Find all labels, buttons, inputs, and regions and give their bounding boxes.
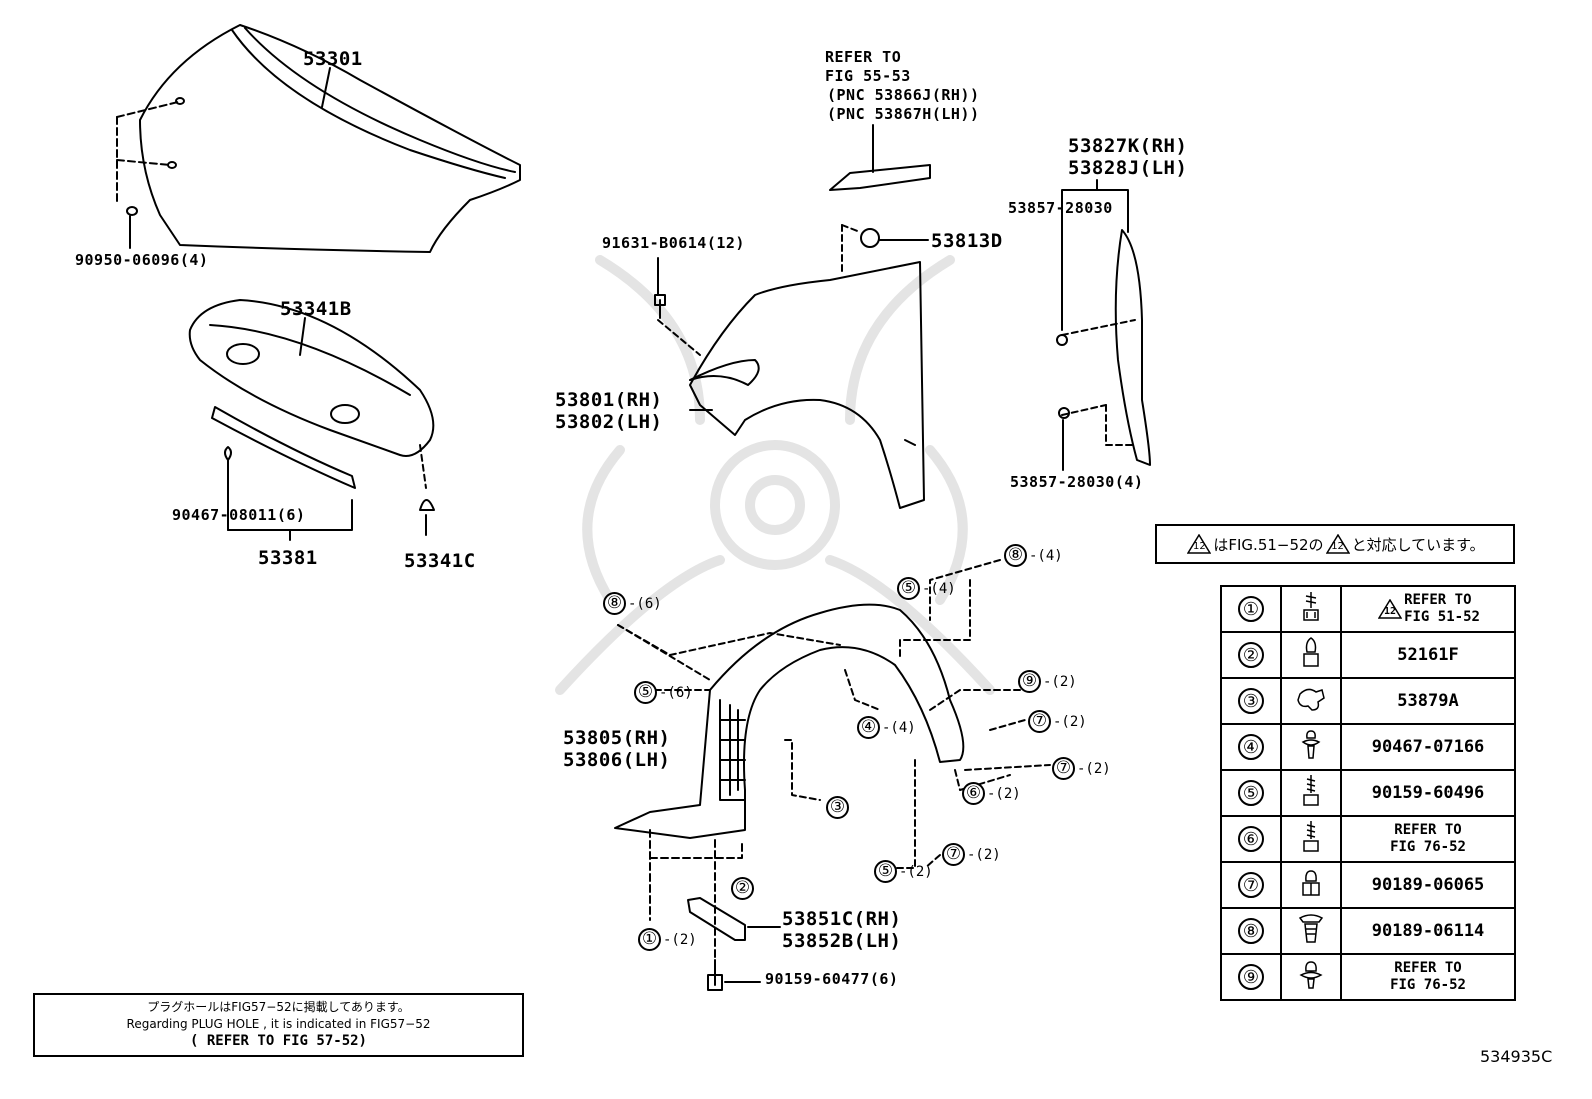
hood-insulator-drawing <box>188 299 435 457</box>
refer-top-line2: FIG 55-53 <box>825 67 911 85</box>
legend-part: 90189-06065 <box>1371 875 1485 895</box>
refer-top-line3: (PNC 53866J(RH)) <box>827 86 980 104</box>
fender-drawing <box>654 257 925 509</box>
legend-row: ④ 90467-07166 <box>1220 723 1516 771</box>
callout-8-top: ⑧-(4) <box>1004 544 1063 567</box>
label-fender-bolt: 91631-B0614(12) <box>602 234 745 252</box>
bolt-icon <box>1280 815 1342 863</box>
hood-drawing <box>116 24 521 253</box>
callout-5-left: ⑤-(6) <box>634 681 693 704</box>
label-hood-seal: 53381 <box>258 547 318 569</box>
fender-liner-drawing <box>614 559 1051 961</box>
callout-7-bottom: ⑦-(2) <box>942 843 1001 866</box>
label-insulator-clip-b: 53341C <box>404 550 476 572</box>
legend-part: 90467-07166 <box>1371 737 1485 757</box>
nut-icon <box>1280 861 1342 909</box>
label-fender-plug: 53813D <box>931 230 1003 252</box>
callout-2: ② <box>731 877 756 900</box>
label-fender-lh: 53802(LH) <box>555 411 663 433</box>
label-fender-rh: 53801(RH) <box>555 389 663 411</box>
refer-top-line4: (PNC 53867H(LH)) <box>827 105 980 123</box>
callout-3: ③ <box>826 796 851 819</box>
label-seal-clip-bottom: 53857-28030(4) <box>1010 473 1144 491</box>
callout-6: ⑥-(2) <box>962 782 1021 805</box>
label-insulator-clip-a: 90467-08011(6) <box>172 506 306 524</box>
label-hood: 53301 <box>303 48 363 70</box>
callout-9: ⑨-(2) <box>1018 670 1077 693</box>
callout-5-top: ⑤-(4) <box>897 577 956 600</box>
callout-7-middle: ⑦-(2) <box>1052 757 1111 780</box>
legend-part: 90159-60496 <box>1371 783 1485 803</box>
triangle-icon: 12 <box>1378 599 1403 619</box>
legend-row: ⑤ 90159-60496 <box>1220 769 1516 817</box>
label-liner-rh: 53805(RH) <box>563 727 671 749</box>
plug-hole-note: プラグホールはFIG57−52に掲載してあります。 Regarding PLUG… <box>33 993 524 1057</box>
label-mud-guard-screw: 90159-60477(6) <box>765 970 899 988</box>
label-mud-guard-rh: 53851C(RH) <box>782 908 902 930</box>
callout-5-bottom: ⑤-(2) <box>874 860 933 883</box>
legend-part: 52161F <box>1397 645 1459 665</box>
label-seal-rh: 53827K(RH) <box>1068 135 1188 157</box>
clip-icon <box>1280 953 1342 1001</box>
figure-id: 534935C <box>1480 1047 1553 1066</box>
clip-icon <box>1280 677 1342 725</box>
hood-seal-drawing <box>211 406 435 541</box>
label-hood-cushion: 90950-06096(4) <box>75 251 209 269</box>
callout-7-upper: ⑦-(2) <box>1028 710 1087 733</box>
refer-top-line1: REFER TO <box>825 48 902 66</box>
callout-4: ④-(4) <box>857 716 916 739</box>
mud-guard-drawing <box>687 897 781 991</box>
legend-part: 90189-06114 <box>1371 921 1485 941</box>
rivet-icon <box>1280 907 1342 955</box>
triangle-icon: 12 <box>1325 534 1350 554</box>
label-liner-lh: 53806(LH) <box>563 749 671 771</box>
fender-seal-drawing <box>1056 179 1151 471</box>
bolt-icon <box>1280 585 1342 633</box>
triangle-icon: 12 <box>1187 534 1212 554</box>
label-seal-lh: 53828J(LH) <box>1068 157 1188 179</box>
fig-reference-note: 12 はFIG.51−52の 12 と対応しています。 <box>1155 524 1515 564</box>
label-hood-insulator: 53341B <box>280 298 352 320</box>
screw-icon <box>1280 769 1342 817</box>
legend-row: ⑦ 90189-06065 <box>1220 861 1516 909</box>
legend-row: ⑧ 90189-06114 <box>1220 907 1516 955</box>
bolt-icon <box>1280 631 1342 679</box>
label-seal-clip-top: 53857-28030 <box>1008 199 1113 217</box>
callout-8-left: ⑧-(6) <box>603 592 662 615</box>
clip-icon <box>1280 723 1342 771</box>
legend-row: ② 52161F <box>1220 631 1516 679</box>
legend-row: ③ 53879A <box>1220 677 1516 725</box>
legend-part: 53879A <box>1397 691 1459 711</box>
callout-1: ①-(2) <box>638 928 697 951</box>
watermark-emblem <box>555 255 995 695</box>
label-mud-guard-lh: 53852B(LH) <box>782 930 902 952</box>
fender-bracket-drawing <box>829 124 931 276</box>
